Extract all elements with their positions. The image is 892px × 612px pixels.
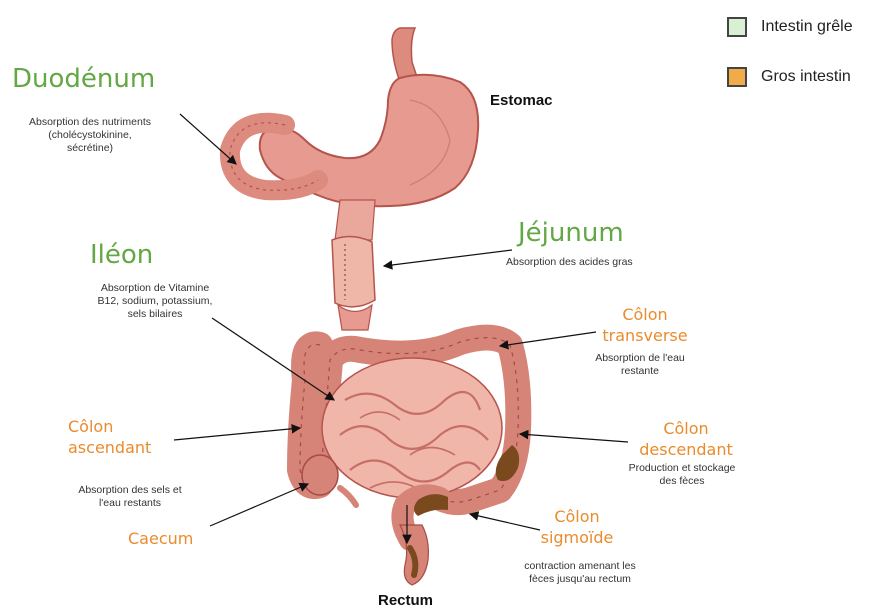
caecum-shape	[302, 455, 338, 495]
desc-ascending-colon: Absorption des sels et l'eau restants	[60, 484, 200, 510]
label-descending-colon-line: descendant	[626, 439, 746, 460]
label-ileum: Iléon	[90, 240, 153, 270]
label-descending-colon-line: Côlon	[626, 418, 746, 439]
label-ascending-colon-line: Côlon	[68, 416, 151, 437]
label-caecum: Caecum	[128, 528, 193, 549]
desc-ileum-line: sels bilaires	[80, 308, 230, 321]
legend-swatch-large-intestine	[727, 67, 747, 87]
legend-item-large-intestine: Gros intestin	[727, 64, 853, 90]
arrow-ascending	[174, 428, 300, 440]
desc-descending-colon-line: Production et stockage	[612, 462, 752, 475]
label-jejunum: Jéjunum	[518, 218, 624, 248]
label-rectum: Rectum	[378, 592, 433, 609]
esophagus	[392, 28, 418, 82]
label-transverse-colon-line: transverse	[590, 325, 700, 346]
label-sigmoid-colon-line: sigmoïde	[522, 527, 632, 548]
legend-label-small-intestine: Intestin grêle	[761, 18, 853, 36]
legend: Intestin grêle Gros intestin	[727, 14, 853, 90]
label-transverse-colon: Côlon transverse	[590, 304, 700, 346]
jejunum-shape	[332, 236, 375, 306]
desc-transverse-colon-line: Absorption de l'eau	[580, 352, 700, 365]
legend-label-large-intestine: Gros intestin	[761, 68, 851, 86]
desc-descending-colon-line: des fèces	[612, 475, 752, 488]
label-sigmoid-colon: Côlon sigmoïde	[522, 506, 632, 548]
arrow-caecum	[210, 484, 308, 526]
desc-sigmoid-colon-line: contraction amenant les	[505, 560, 655, 573]
appendix	[340, 488, 356, 505]
label-stomach: Estomac	[490, 92, 553, 109]
arrow-descending	[520, 434, 628, 442]
desc-transverse-colon-line: restante	[580, 365, 700, 378]
label-descending-colon: Côlon descendant	[626, 418, 746, 460]
legend-swatch-small-intestine	[727, 17, 747, 37]
desc-duodenum-line: Absorption des nutriments	[10, 116, 170, 129]
desc-duodenum-line: (cholécystokinine,	[10, 129, 170, 142]
desc-ileum: Absorption de Vitamine B12, sodium, pota…	[80, 282, 230, 321]
label-sigmoid-colon-line: Côlon	[522, 506, 632, 527]
desc-ileum-line: Absorption de Vitamine	[80, 282, 230, 295]
small-intestine-mass	[322, 358, 502, 498]
legend-item-small-intestine: Intestin grêle	[727, 14, 853, 40]
desc-sigmoid-colon: contraction amenant les fèces jusqu'au r…	[505, 560, 655, 586]
desc-sigmoid-colon-line: fèces jusqu'au rectum	[505, 573, 655, 586]
desc-transverse-colon: Absorption de l'eau restante	[580, 352, 700, 378]
label-ascending-colon-line: ascendant	[68, 437, 151, 458]
desc-jejunum: Absorption des acides gras	[506, 256, 633, 269]
desc-descending-colon: Production et stockage des fèces	[612, 462, 752, 488]
desc-ascending-colon-line: Absorption des sels et	[60, 484, 200, 497]
desc-ileum-line: B12, sodium, potassium,	[80, 295, 230, 308]
label-duodenum: Duodénum	[12, 64, 155, 94]
desc-duodenum: Absorption des nutriments (cholécystokin…	[10, 116, 170, 155]
label-transverse-colon-line: Côlon	[590, 304, 700, 325]
desc-ascending-colon-line: l'eau restants	[60, 497, 200, 510]
arrow-jejunum	[384, 250, 512, 266]
label-ascending-colon: Côlon ascendant	[68, 416, 151, 458]
pylorus-tube	[335, 200, 375, 240]
desc-duodenum-line: sécrétine)	[10, 142, 170, 155]
